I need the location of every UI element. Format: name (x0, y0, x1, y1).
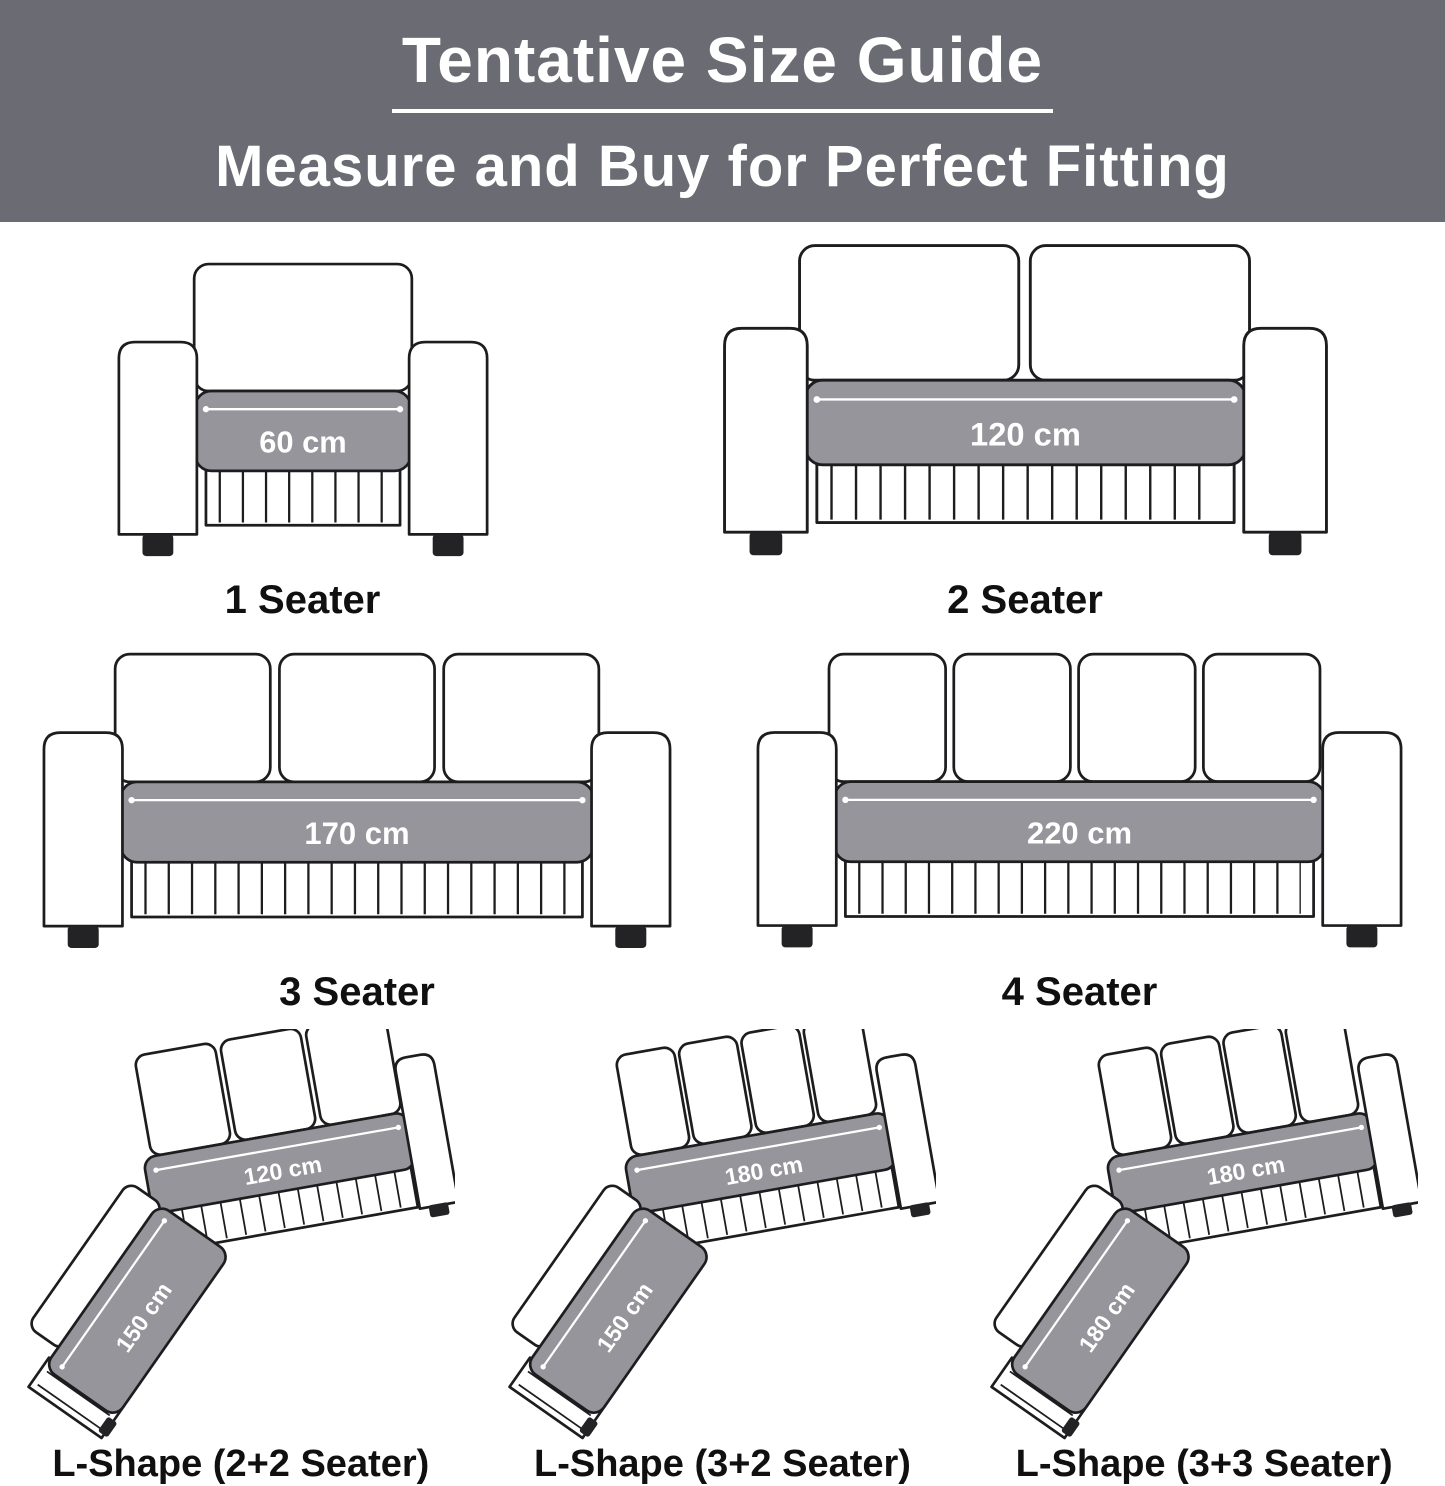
foot (1391, 1201, 1413, 1217)
three-seater-illustration: 170 cm (42, 652, 672, 948)
card-l-shape-3-2: 180 cm 150 cm (508, 1028, 937, 1486)
page-subtitle: Measure and Buy for Perfect Fitting (215, 133, 1230, 199)
feet (67, 925, 647, 948)
measurement-text: 60 cm (259, 425, 346, 460)
base-skirt (204, 467, 401, 527)
row-l-shape-sofas: 120 cm 150 cm (0, 1028, 1445, 1486)
seat-cushion: 60 cm (193, 389, 412, 473)
chaise-seat-cushion: 150 cm (529, 1206, 709, 1414)
card-four-seater: 220 cm 4 Seater (747, 645, 1412, 1014)
card-three-seater: 170 cm 3 Seater (33, 645, 681, 1015)
foot (98, 1417, 117, 1437)
foot (428, 1201, 450, 1217)
measurement-text: 220 cm (1027, 816, 1132, 851)
card-l-shape-3-3: 180 cm 180 cm (990, 1028, 1419, 1486)
feet (141, 534, 464, 556)
chaise-section: 150 cm (508, 1184, 709, 1439)
base-skirt (844, 858, 1315, 919)
back-cushions (113, 652, 601, 783)
seat-cushion: 180 cm (1106, 1111, 1379, 1214)
back-cushions (797, 244, 1251, 382)
back-cushions (1097, 1028, 1360, 1156)
sofa-label: 4 Seater (1001, 969, 1158, 1014)
card-one-seater: 60 cm 1 Seater (108, 255, 498, 623)
seat-cushion: 120 cm (803, 378, 1247, 467)
seat-cushion: 180 cm (625, 1111, 898, 1214)
right-arm (1357, 1052, 1419, 1210)
four-seater-illustration: 220 cm (756, 653, 1403, 948)
chaise-seat-cushion: 150 cm (47, 1206, 227, 1414)
card-l-shape-2-2: 120 cm 150 cm (27, 1028, 455, 1486)
left-arm (42, 730, 124, 928)
chaise-section: 180 cm (990, 1184, 1191, 1439)
right-arm (1241, 326, 1328, 534)
sofa-label: L-Shape (3+3 Seater) (1015, 1442, 1393, 1485)
right-arm (407, 340, 488, 536)
feet (781, 925, 1378, 948)
sofa-label: L-Shape (2+2 Seater) (52, 1442, 430, 1485)
chaise-section: 150 cm (27, 1184, 227, 1439)
right-arm (393, 1052, 455, 1210)
row-straight-sofas-1: 60 cm 1 Seater (0, 236, 1445, 623)
left-arm (722, 326, 809, 534)
main-section: 180 cm (615, 1028, 937, 1251)
seat-cushion: 220 cm (833, 780, 1326, 864)
back-cushions (615, 1028, 878, 1156)
one-seater-illustration: 60 cm (117, 262, 488, 556)
base-skirt (130, 858, 584, 919)
main-section: 120 cm (134, 1028, 455, 1251)
measurement-text: 120 cm (970, 416, 1081, 453)
sofa-label: 3 Seater (279, 969, 435, 1014)
row-straight-sofas-2: 170 cm 3 Seater (0, 645, 1445, 1015)
foot (910, 1201, 931, 1217)
foot (1061, 1417, 1080, 1437)
l-shape-2-2-illustration: 120 cm 150 cm (27, 1028, 455, 1439)
feet (749, 532, 1301, 556)
main-section: 180 cm (1097, 1028, 1419, 1251)
back-cushions (192, 262, 413, 393)
base-skirt (814, 461, 1236, 524)
measurement-text: 170 cm (304, 816, 409, 851)
card-two-seater: 120 cm 2 Seater (713, 236, 1338, 623)
sofa-label: 1 Seater (224, 577, 381, 622)
l-shape-3-2-illustration: 180 cm 150 cm (508, 1028, 937, 1439)
two-seater-illustration: 120 cm (722, 244, 1328, 556)
sofa-label: 2 Seater (947, 577, 1103, 622)
page-title: Tentative Size Guide (391, 23, 1054, 113)
right-arm (590, 730, 672, 928)
l-shape-3-3-illustration: 180 cm 180 cm (990, 1028, 1419, 1439)
back-cushions (827, 653, 1322, 784)
left-arm (756, 731, 838, 928)
sofa-label: L-Shape (3+2 Seater) (533, 1442, 911, 1485)
foot (580, 1417, 598, 1437)
chaise-seat-cushion: 180 cm (1011, 1206, 1191, 1414)
right-arm (1321, 731, 1403, 928)
right-arm (875, 1052, 937, 1210)
back-cushions (134, 1028, 402, 1156)
left-arm (117, 340, 198, 536)
header-banner: Tentative Size Guide Measure and Buy for… (0, 0, 1445, 222)
seat-cushion: 170 cm (119, 780, 595, 864)
